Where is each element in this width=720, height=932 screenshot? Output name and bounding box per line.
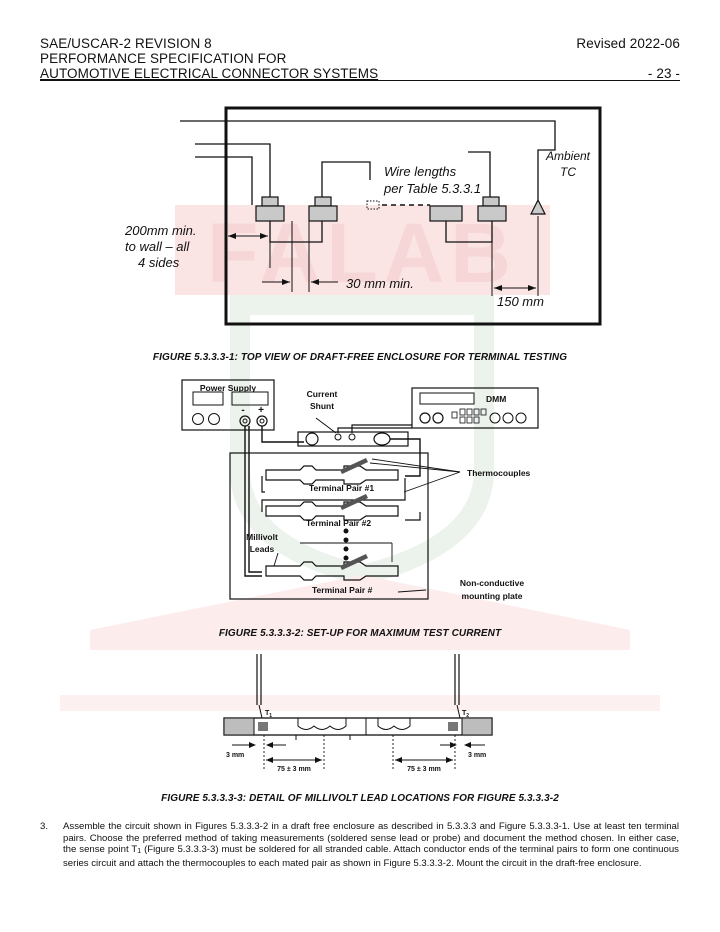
terminal-pair-1 [255, 196, 285, 222]
figure-3-diagram: T1 T2 3 mm 3 mm 75 ± 3 mm 75 ± 3 mm [223, 654, 493, 773]
ambient-distance-label: 150 mm [497, 294, 544, 309]
power-supply-knob-left [192, 413, 204, 425]
wall-distance-label-3: 4 sides [138, 255, 180, 270]
ambient-tc-label-1: Ambient [545, 149, 591, 163]
t2-label: T2 [462, 710, 469, 719]
ambient-tc-sensor [530, 198, 546, 215]
ambient-tc-wire [180, 120, 556, 200]
watermark-text: FALAB [207, 206, 517, 300]
lead-spacing-left-label: 75 ± 3 mm [277, 766, 311, 773]
terminal-pair-n-shape [265, 561, 399, 581]
solder-point-t1 [258, 722, 268, 731]
offset-3mm-left-label: 3 mm [226, 752, 244, 759]
mounting-plate-label-1: Non-conductive [460, 578, 524, 588]
header-revised-date: Revised 2022-06 [576, 36, 680, 51]
power-supply-positive-terminal [256, 415, 268, 427]
mounting-plate-label-2: mounting plate [462, 591, 523, 601]
wire-lengths-label-1: Wire lengths [384, 164, 457, 179]
header-title-line-3: AUTOMOTIVE ELECTRICAL CONNECTOR SYSTEMS [40, 66, 379, 81]
wall-distance-label-2: to wall – all [125, 239, 190, 254]
figure-3-caption: FIGURE 5.3.3.3-3: DETAIL OF MILLIVOLT LE… [161, 793, 559, 804]
wall-distance-label-1: 200mm min. [124, 223, 197, 238]
offset-3mm-right-label: 3 mm [468, 752, 486, 759]
header-meta: Revised 2022-06 - 23 - [576, 36, 680, 81]
figure-2-caption: FIGURE 5.3.3.3-2: SET-UP FOR MAXIMUM TES… [218, 628, 502, 639]
t1-label: T1 [265, 710, 272, 719]
current-shunt-label-2: Shunt [310, 401, 334, 411]
power-supply-negative-terminal [239, 415, 251, 427]
terminal-pair-1-label: Terminal Pair #1 [309, 483, 374, 493]
terminal-pair-n [429, 196, 507, 222]
terminal-pair-2 [308, 196, 338, 222]
terminal-spacing-label: 30 mm min. [346, 276, 414, 291]
step-number: 3. [40, 821, 49, 832]
terminal-pair-2-label: Terminal Pair #2 [306, 518, 371, 528]
step-text: Assemble the circuit shown in Figures 5.… [63, 821, 679, 869]
thermocouples-label: Thermocouples [467, 468, 531, 478]
positive-terminal-label: + [258, 405, 264, 416]
millivolt-leads-label-2: Leads [250, 544, 275, 554]
wire-lengths-label-2: per Table 5.3.3.1 [383, 181, 481, 196]
terminal-pair-2-shape [265, 501, 399, 521]
mounting-plate [229, 452, 429, 600]
terminal-pair-n-label: Terminal Pair # [312, 585, 373, 595]
figure-2-diagram: Power Supply - + Current Shunt DMM Therm… [181, 379, 539, 601]
terminal-wire-2 [321, 161, 371, 205]
figure-1-diagram: Wire lengths per Table 5.3.3.1 Ambient T… [124, 106, 602, 326]
document-header: SAE/USCAR-2 REVISION 8 PERFORMANCE SPECI… [40, 36, 378, 81]
power-supply-knob-right [208, 413, 220, 425]
negative-terminal-label: - [241, 405, 244, 416]
millivolt-leads-label-1: Millivolt [246, 532, 278, 542]
header-title-line-1: SAE/USCAR-2 REVISION 8 [40, 36, 212, 51]
power-supply-box [181, 379, 275, 431]
header-rule [40, 80, 680, 81]
terminal-wire-1 [195, 143, 271, 205]
figure-1-caption: FIGURE 5.3.3.3-1: TOP VIEW OF DRAFT-FREE… [152, 352, 568, 363]
terminal-pair-1-shape [265, 465, 399, 485]
current-shunt-label-1: Current [307, 389, 338, 399]
power-supply-label: Power Supply [200, 383, 256, 393]
lead-spacing-right-label: 75 ± 3 mm [407, 766, 441, 773]
solder-point-t2 [448, 722, 458, 731]
ambient-tc-label-2: TC [560, 165, 576, 179]
dmm-label: DMM [486, 394, 506, 404]
dmm-box [411, 387, 539, 429]
omitted-terminal-placeholder [366, 200, 380, 210]
header-page-number: - 23 - [647, 66, 680, 81]
enclosure-wall [224, 106, 602, 326]
header-title-line-2: PERFORMANCE SPECIFICATION FOR [40, 51, 287, 66]
